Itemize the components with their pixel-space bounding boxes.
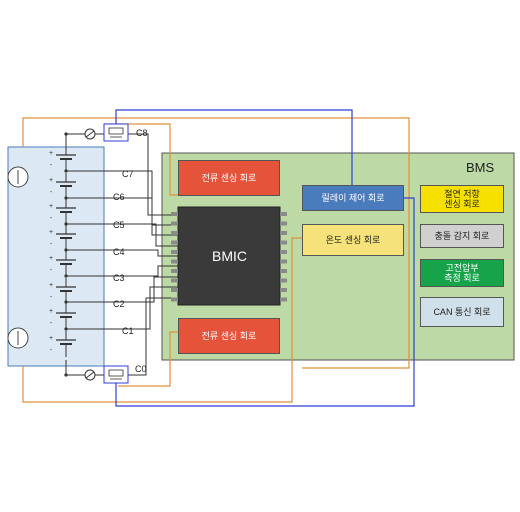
cell-plus-sign: +	[49, 177, 53, 184]
chip-pin-left	[171, 231, 178, 235]
chip-pin-right	[280, 297, 287, 302]
orange-wires	[22, 117, 410, 403]
tap-label-c2: C2	[113, 299, 125, 309]
tap-wire	[66, 276, 178, 303]
tap-label-c0: C0	[135, 364, 147, 374]
can-comm-label: CAN 통신 회로	[433, 306, 491, 317]
chip-pin-right	[280, 278, 287, 283]
insulation-label-2: 센싱 회로	[444, 199, 480, 209]
chip-pin-right	[280, 240, 287, 245]
chip-pin-right	[280, 212, 287, 216]
cell-plus-sign: +	[49, 203, 53, 210]
insulation-sense-block: 절연 저항 센싱 회로	[420, 185, 504, 213]
tap-label-c5: C5	[113, 220, 125, 230]
cell-minus-sign: -	[50, 294, 53, 301]
cell-plus-sign: +	[49, 335, 53, 342]
chip-pin-right	[280, 221, 287, 226]
cell-minus-sign: -	[50, 241, 53, 248]
tap-node	[64, 373, 68, 377]
fuse-top-icon	[84, 128, 96, 140]
hv-label-1: 고전압부	[445, 262, 479, 273]
bmic-chip	[171, 206, 287, 306]
relay-top-icon	[103, 123, 129, 142]
current-sense-top-label: 전류 센싱 회로	[201, 172, 257, 183]
cell-plus-sign: +	[49, 308, 53, 315]
cell-minus-sign: -	[50, 320, 53, 327]
relay-control-label: 릴레이 제어 회로	[321, 192, 385, 203]
insulation-label-1: 절연 저항	[444, 188, 480, 199]
hv-label-2: 측정 회로	[444, 273, 480, 283]
tap-wire	[66, 286, 178, 330]
current-sense-bottom-block: 전류 센싱 회로	[178, 318, 280, 354]
tap-wire	[66, 223, 178, 247]
chip-pin-right	[280, 231, 287, 235]
chip-pin-right	[280, 269, 287, 273]
chip-pin-right	[280, 250, 287, 254]
tap-wire	[66, 249, 178, 257]
cell-minus-sign: -	[50, 189, 53, 196]
chip-pin-left	[171, 250, 178, 254]
cell-minus-sign: -	[50, 347, 53, 354]
tap-node	[64, 327, 68, 331]
chip-pin-left	[171, 259, 178, 264]
fuse-bottom-icon	[84, 369, 96, 381]
tap-label-c4: C4	[113, 247, 125, 257]
tap-label-c6: C6	[113, 192, 125, 202]
tap-wire	[66, 197, 178, 236]
chip-pin-left	[171, 288, 178, 292]
tap-label-c3: C3	[113, 273, 125, 283]
current-sense-top-block: 전류 센싱 회로	[178, 160, 280, 196]
cell-plus-sign: +	[49, 255, 53, 262]
tap-node	[64, 248, 68, 252]
chip-pin-right	[280, 259, 287, 264]
cell-minus-sign: -	[50, 267, 53, 274]
temp-sense-label: 온도 센싱 회로	[325, 234, 381, 245]
relay-bottom-icon	[103, 365, 129, 384]
pack-terminal-top-icon	[7, 166, 29, 188]
chip-pin-left	[171, 278, 178, 283]
chip-pin-left	[171, 297, 178, 302]
chip-pin-left	[171, 212, 178, 216]
tap-node	[64, 169, 68, 173]
temp-sense-block: 온도 센싱 회로	[302, 224, 404, 256]
pack-terminal-bottom-icon	[7, 327, 29, 349]
tap-label-c8: C8	[136, 128, 148, 138]
tap-label-c7: C7	[122, 169, 134, 179]
bms-title: BMS	[466, 160, 495, 175]
chip-pin-left	[171, 221, 178, 226]
cell-minus-sign: -	[50, 215, 53, 222]
cell-minus-sign: -	[50, 162, 53, 169]
cell-plus-sign: +	[49, 282, 53, 289]
current-sense-bottom-label: 전류 센싱 회로	[201, 330, 257, 341]
relay-control-block: 릴레이 제어 회로	[302, 185, 404, 211]
cell-plus-sign: +	[49, 229, 53, 236]
chip-pin-left	[171, 269, 178, 273]
crash-detect-block: 충돌 감지 회로	[420, 224, 504, 248]
tap-node	[64, 300, 68, 304]
tap-label-c1: C1	[122, 326, 134, 336]
crash-detect-label: 충돌 감지 회로	[434, 230, 490, 241]
chip-pin-left	[171, 240, 178, 245]
hv-measure-block: 고전압부 측정 회로	[420, 259, 504, 287]
chip-pin-right	[280, 288, 287, 292]
tap-node	[64, 222, 68, 226]
bmic-label: BMIC	[212, 248, 247, 264]
tap-node	[64, 132, 68, 136]
tap-wire	[66, 265, 178, 277]
cell-plus-sign: +	[49, 150, 53, 157]
can-comm-block: CAN 통신 회로	[420, 297, 504, 327]
tap-node	[64, 274, 68, 278]
tap-node	[64, 196, 68, 200]
